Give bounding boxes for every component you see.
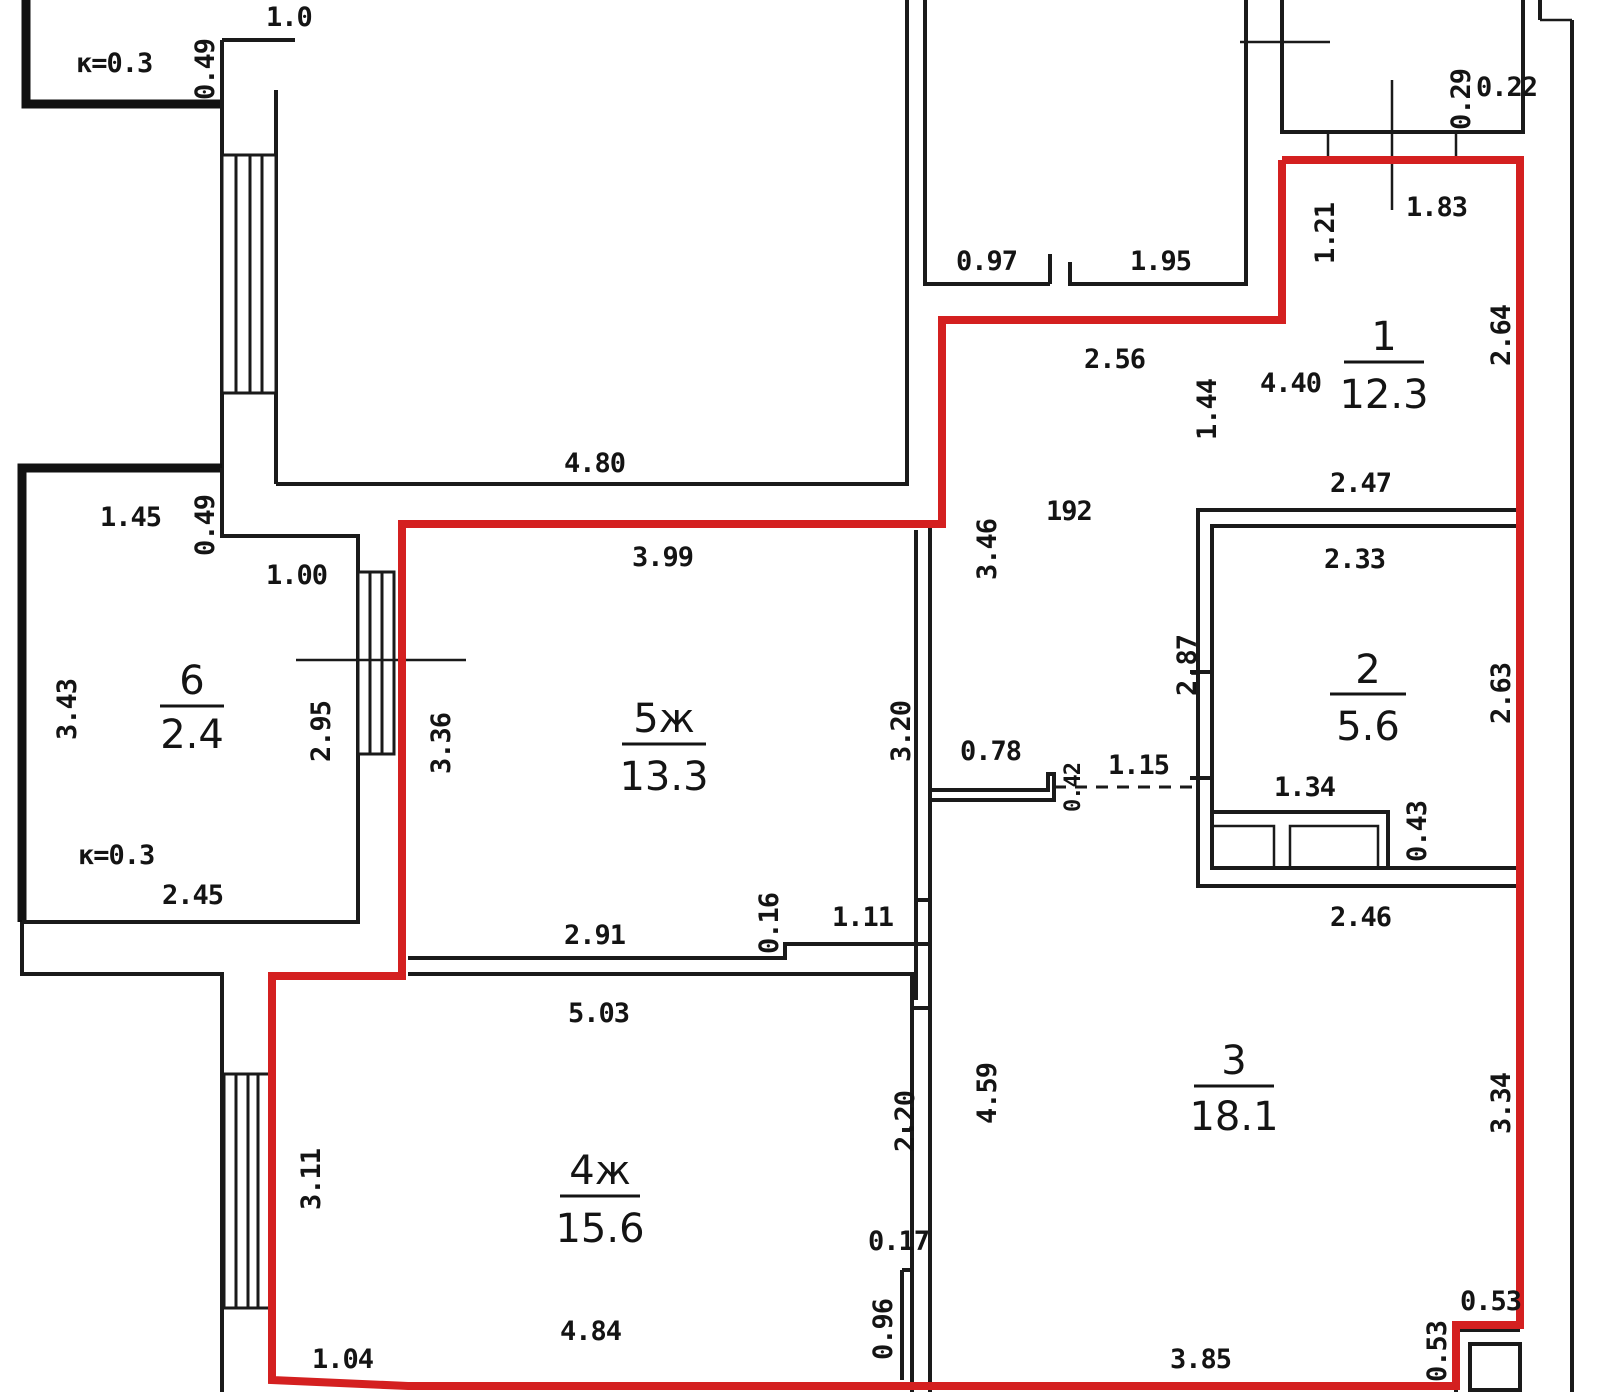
dim-320: 3.20 <box>886 701 917 762</box>
dim-144: 1.44 <box>1192 378 1223 440</box>
dim-291: 2.91 <box>564 920 625 951</box>
dim-343: 3.43 <box>52 679 83 740</box>
dim-295: 2.95 <box>306 701 337 762</box>
dim-311: 3.11 <box>296 1149 327 1210</box>
door-jamb-4b <box>902 1250 914 1272</box>
dim-480: 4.80 <box>564 448 625 479</box>
dim-k03-top: к=0.3 <box>76 48 152 79</box>
dim-100: 1.00 <box>266 560 327 591</box>
dim-195: 1.95 <box>1130 246 1191 277</box>
room-1-area: 12.3 <box>1339 372 1428 418</box>
balcony-6-inner <box>22 468 360 924</box>
room-5-area: 13.3 <box>619 754 708 800</box>
room-4-area: 15.6 <box>555 1206 644 1252</box>
walls <box>17 0 1574 1392</box>
dim-145: 1.45 <box>100 502 161 533</box>
balcony-top-left-wall <box>21 0 222 109</box>
dim-256: 2.56 <box>1084 344 1145 375</box>
dim-247: 2.47 <box>1330 468 1391 499</box>
room-labels: 1 12.3 2 5.6 3 18.1 4ж 15.6 5ж 13.3 6 2.… <box>160 314 1429 1252</box>
fixture-frame <box>1210 810 1390 870</box>
top-right-room-wall <box>1280 0 1525 134</box>
dim-233: 2.33 <box>1324 544 1385 575</box>
dim-k03-bottom: к=0.3 <box>78 840 154 871</box>
dim-121: 1.21 <box>1310 203 1341 264</box>
dim-111: 1.11 <box>832 902 893 933</box>
dim-385: 3.85 <box>1170 1344 1231 1375</box>
dim-245: 2.45 <box>162 880 223 911</box>
room-2-outer <box>1196 508 1520 888</box>
dim-183: 1.83 <box>1406 192 1467 223</box>
shaft-box <box>1468 1342 1522 1392</box>
dim-503: 5.03 <box>568 998 629 1029</box>
upper-room-wall <box>276 0 909 486</box>
dim-017: 0.17 <box>868 1226 929 1257</box>
dim-440: 4.40 <box>1260 368 1321 399</box>
dim-104: 1.04 <box>312 1344 374 1375</box>
dim-115: 1.15 <box>1108 750 1169 781</box>
dim-top-1-0: 1.0 <box>266 2 312 33</box>
fixture-box-b <box>1288 824 1380 870</box>
corridor-lower-wall <box>20 922 224 1392</box>
dimension-labels: 1.0 к=0.3 0.49 0.29 0.22 1.83 1.21 0.97 … <box>52 2 1538 1382</box>
room-3-number: 3 <box>1221 1038 1246 1084</box>
dim-053-h: 0.53 <box>1460 1286 1521 1317</box>
dim-334: 3.34 <box>1486 1072 1517 1134</box>
dim-220: 2.20 <box>890 1091 921 1152</box>
dim-042: 0.42 <box>1061 763 1086 812</box>
dim-459: 4.59 <box>972 1063 1003 1124</box>
dim-097: 0.97 <box>956 246 1017 277</box>
dim-134: 1.34 <box>1274 772 1336 803</box>
dim-049-top: 0.49 <box>190 39 221 100</box>
dim-016: 0.16 <box>754 893 785 954</box>
dim-029: 0.29 <box>1446 69 1477 130</box>
room-4-number: 4ж <box>569 1148 630 1194</box>
shaft-frame <box>1454 1328 1520 1392</box>
apartment-outline <box>268 156 1524 1390</box>
window-left-upper <box>220 153 278 395</box>
room-1-number: 1 <box>1371 314 1396 360</box>
dim-049-mid: 0.49 <box>190 495 221 556</box>
upper-middle-room-wall-b <box>1068 0 1248 286</box>
wall-5-4 <box>408 942 930 960</box>
fixture-box-a <box>1210 824 1276 870</box>
dim-264: 2.64 <box>1486 304 1517 366</box>
dim-053-v: 0.53 <box>1422 1321 1453 1382</box>
dim-287: 2.87 <box>1172 635 1203 696</box>
dim-346: 3.46 <box>972 519 1003 580</box>
wall-4-top <box>408 972 914 1392</box>
window-mid-left <box>356 570 396 756</box>
upper-middle-room-wall <box>923 0 1050 286</box>
window-left-lower <box>222 1072 272 1310</box>
dim-263: 2.63 <box>1486 663 1517 724</box>
room-6-area: 2.4 <box>160 712 224 758</box>
dim-096: 0.96 <box>868 1299 899 1360</box>
room-5-number: 5ж <box>633 696 694 742</box>
dim-399: 3.99 <box>632 542 693 573</box>
dim-484: 4.84 <box>560 1316 622 1347</box>
dim-246: 2.46 <box>1330 902 1391 933</box>
room-3-area: 18.1 <box>1189 1094 1278 1140</box>
balcony-6-outer <box>17 463 222 922</box>
dim-078: 0.78 <box>960 736 1021 767</box>
dim-336: 3.36 <box>426 713 457 774</box>
dim-192: 192 <box>1046 496 1092 527</box>
dim-022: 0.22 <box>1476 72 1537 103</box>
room-2-inner <box>1210 524 1520 870</box>
dim-043: 0.43 <box>1402 801 1433 862</box>
niche-wall <box>930 772 1056 802</box>
room-2-number: 2 <box>1355 647 1380 693</box>
room-6-number: 6 <box>179 658 204 704</box>
room-2-area: 5.6 <box>1336 704 1400 750</box>
